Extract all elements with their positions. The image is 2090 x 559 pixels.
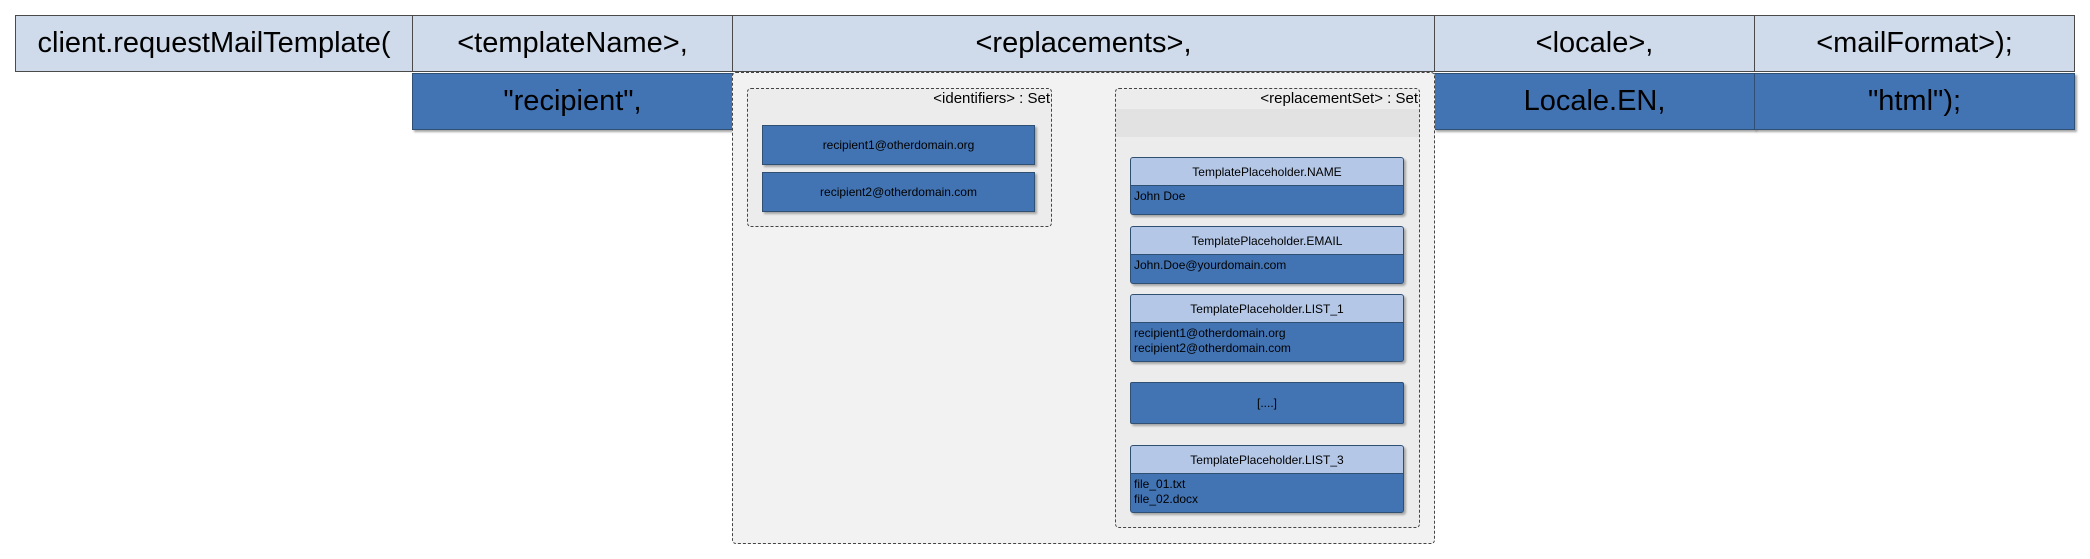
identifier-item: recipient2@otherdomain.com (762, 172, 1035, 212)
identifiers-set-title: <identifiers> : Set (933, 90, 1050, 107)
mail-format-param-label: <mailFormat>); (1816, 27, 2013, 59)
replacement-entry-key: TemplatePlaceholder.LIST_3 (1131, 446, 1403, 474)
mail-format-value: "html"); (1867, 85, 1962, 117)
replacement-entry-key: TemplatePlaceholder.LIST_1 (1131, 295, 1403, 323)
replacement-entry-value: John Doe (1134, 189, 1186, 203)
template-name-value-cell: "recipient", (412, 73, 733, 130)
replacement-entry-key: TemplatePlaceholder.EMAIL (1131, 227, 1403, 255)
method-call-label: client.requestMailTemplate( (37, 27, 391, 59)
replacement-entry-values: John Doe (1131, 186, 1403, 207)
replacement-entry: TemplatePlaceholder.EMAIL John.Doe@yourd… (1130, 226, 1404, 284)
mail-format-value-cell: "html"); (1754, 73, 2075, 130)
replacement-entry-values: John.Doe@yourdomain.com (1131, 255, 1403, 276)
template-name-value: "recipient", (503, 85, 642, 117)
replacements-param-label: <replacements>, (975, 27, 1192, 59)
replacement-entry-values: recipient1@otherdomain.org recipient2@ot… (1131, 323, 1403, 359)
identifier-item-label: recipient2@otherdomain.com (820, 185, 977, 199)
replacement-entry-values: file_01.txt file_02.docx (1131, 474, 1403, 510)
replacement-entry-key: TemplatePlaceholder.NAME (1131, 158, 1403, 186)
replacements-param-cell: <replacements>, (732, 15, 1435, 72)
replacement-entry-ellipsis-label: [....] (1256, 396, 1277, 410)
replacement-set-strip (1116, 109, 1419, 137)
replacement-entry-value: John.Doe@yourdomain.com (1134, 258, 1287, 272)
identifier-item: recipient1@otherdomain.org (762, 125, 1035, 165)
replacement-entry: TemplatePlaceholder.LIST_3 file_01.txt f… (1130, 445, 1404, 513)
replacement-entry-ellipsis: [....] (1130, 382, 1404, 424)
locale-param-label: <locale>, (1535, 27, 1654, 59)
replacement-entry-value: file_02.docx (1134, 492, 1199, 506)
mail-format-param-cell: <mailFormat>); (1754, 15, 2075, 72)
locale-value-cell: Locale.EN, (1434, 73, 1755, 130)
method-call-cell: client.requestMailTemplate( (15, 15, 413, 72)
template-name-param-label: <templateName>, (457, 27, 688, 59)
replacement-entry: TemplatePlaceholder.NAME John Doe (1130, 157, 1404, 215)
locale-param-cell: <locale>, (1434, 15, 1755, 72)
identifier-item-label: recipient1@otherdomain.org (822, 138, 975, 152)
replacement-entry-value: file_01.txt (1134, 477, 1186, 491)
locale-value: Locale.EN, (1523, 85, 1666, 117)
replacement-entry-value: recipient1@otherdomain.org (1134, 326, 1286, 340)
replacement-entry-value: recipient2@otherdomain.com (1134, 341, 1291, 355)
template-name-param-cell: <templateName>, (412, 15, 733, 72)
replacement-set-title: <replacementSet> : Set (1260, 90, 1418, 107)
replacement-entry: TemplatePlaceholder.LIST_1 recipient1@ot… (1130, 294, 1404, 362)
